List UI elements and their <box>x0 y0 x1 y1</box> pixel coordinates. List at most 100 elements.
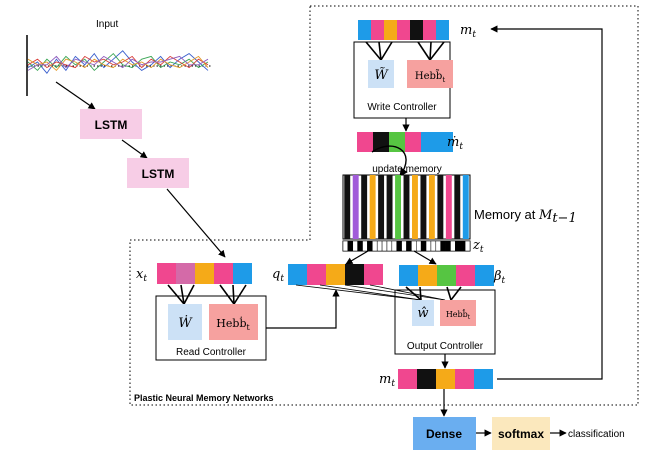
read-hebb-box <box>209 304 258 340</box>
output-hebb-symbol: Hebb̂t <box>446 308 471 321</box>
output-w-symbol: ŵ <box>417 306 428 321</box>
z-cell <box>352 240 358 252</box>
q-t-vector <box>288 264 383 285</box>
output-controller-label: Output Controller <box>407 341 484 352</box>
m-out-label: mt <box>379 372 395 389</box>
beta-t-cell <box>437 265 456 286</box>
m-top-cell <box>423 20 436 40</box>
softmax-label: softmax <box>498 427 544 441</box>
beta-t-cell <box>475 265 494 286</box>
memory-slot <box>403 175 410 239</box>
series-orange <box>27 55 209 72</box>
dense-box[interactable] <box>413 417 476 450</box>
memory-label: Memory at Mt−1 <box>474 207 577 226</box>
m-out-vector <box>398 369 493 389</box>
m-top-cell <box>384 20 397 40</box>
m-top-cell <box>410 20 423 40</box>
memory-slot <box>395 175 401 239</box>
m-dot-cell <box>357 132 373 152</box>
softmax-box[interactable] <box>492 417 550 450</box>
read-controller-links <box>167 284 247 305</box>
m-dot-cell <box>421 132 437 152</box>
m-dot-cell <box>373 132 389 152</box>
beta-t-cell <box>456 265 475 286</box>
q-t-cell <box>307 264 326 285</box>
z-cell <box>362 240 368 252</box>
read-controller-label: Read Controller <box>176 347 247 358</box>
z-cell <box>450 240 456 252</box>
z-vector <box>342 240 471 252</box>
memory-slot <box>378 175 385 239</box>
z-cell <box>381 240 388 252</box>
m-out-cell <box>436 369 455 389</box>
lstm-2-box[interactable] <box>127 158 189 188</box>
m-out-cell <box>417 369 436 389</box>
feedback-arrow <box>490 25 603 380</box>
write-controller-label: Write Controller <box>367 102 437 113</box>
m-top-cell <box>358 20 371 40</box>
memory-slot <box>420 175 427 239</box>
memory-slot <box>445 175 452 239</box>
m-out-cell <box>474 369 493 389</box>
z-cell <box>357 240 363 252</box>
m-dot-cell <box>405 132 421 152</box>
memory-matrix <box>342 174 471 240</box>
z-cell <box>440 240 446 252</box>
x-t-cell <box>233 263 252 284</box>
plastic-network-label: Plastic Neural Memory Networks <box>134 393 274 403</box>
m-top-vector <box>358 20 449 40</box>
lstm-2-label: LSTM <box>142 167 175 181</box>
update-memory-arrow <box>371 145 408 177</box>
x-t-cell <box>176 263 195 284</box>
z-cell <box>376 240 383 252</box>
z-cell <box>367 240 373 252</box>
q-t-cell <box>288 264 307 285</box>
write-hebb-symbol: Hebb̃t <box>415 69 445 84</box>
output-beta-links <box>405 286 462 301</box>
series-blue <box>27 50 209 74</box>
m-out-cell <box>398 369 417 389</box>
arrow-input-to-lstm1 <box>55 81 96 110</box>
memory-slot <box>352 175 359 239</box>
arrow-lstm1-to-lstm2 <box>121 139 148 159</box>
z-cell <box>464 240 471 252</box>
output-w-box <box>412 300 434 326</box>
z-cell <box>445 240 451 252</box>
z-cell <box>391 240 397 252</box>
q-t-cell <box>326 264 345 285</box>
memory-slot <box>462 175 469 239</box>
m-top-cell <box>397 20 410 40</box>
z-cell <box>420 240 427 252</box>
m-dot-vector <box>357 132 453 152</box>
memory-slot <box>361 175 368 239</box>
z-cell <box>342 240 349 252</box>
plastic-network-boundary <box>129 5 639 406</box>
z-cell <box>406 240 412 252</box>
arrow-read-to-q <box>266 289 340 329</box>
memory-slot <box>369 175 376 239</box>
memory-slot <box>428 175 435 239</box>
x-t-cell <box>214 263 233 284</box>
q-t-cell <box>364 264 383 285</box>
arrow-lstm2-to-xt <box>166 188 226 258</box>
read-hebb-symbol: Hebḃt <box>216 316 250 332</box>
arrow-z-to-beta <box>413 250 437 265</box>
m-top-label: mt <box>460 23 476 40</box>
memory-slot <box>386 175 393 239</box>
series-green <box>27 52 209 72</box>
m-dot-cell <box>437 132 453 152</box>
z-cell <box>411 240 417 252</box>
memory-slot <box>454 175 461 239</box>
beta-t-label: βt <box>493 269 506 286</box>
z-cell <box>372 240 378 252</box>
lstm-1-box[interactable] <box>80 109 142 139</box>
z-cell <box>435 240 441 252</box>
q-t-label: qt <box>272 267 284 284</box>
memory-slot <box>412 175 418 239</box>
classification-label: classification <box>568 429 625 440</box>
output-controller-links <box>295 284 446 301</box>
beta-t-vector <box>399 265 494 286</box>
x-t-vector <box>157 263 252 284</box>
m-dot-cell <box>389 132 405 152</box>
z-cell <box>455 240 461 252</box>
